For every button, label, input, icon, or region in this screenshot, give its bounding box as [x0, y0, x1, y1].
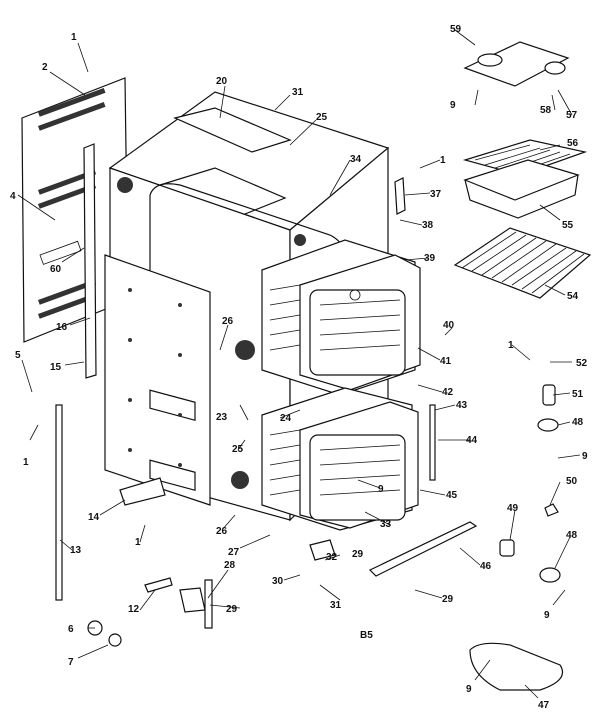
- label-9c: 9: [582, 451, 588, 462]
- label-48b: 48: [566, 530, 578, 541]
- label-43: 43: [456, 400, 468, 411]
- label-55: 55: [562, 220, 574, 231]
- label-1c: 1: [135, 537, 141, 548]
- label-49: 49: [507, 503, 519, 514]
- label-6: 6: [68, 624, 74, 635]
- label-29b: 29: [442, 594, 454, 605]
- label-7: 7: [68, 657, 74, 668]
- label-32: 32: [326, 552, 338, 563]
- label-28: 28: [224, 560, 236, 571]
- side-panel: [21, 77, 129, 343]
- label-9b: 9: [450, 100, 456, 111]
- label-15: 15: [50, 362, 62, 373]
- label-4: 4: [10, 191, 16, 202]
- upper-oven-liner: [261, 239, 421, 396]
- trim-37: [394, 177, 406, 215]
- label-23: 23: [216, 412, 228, 423]
- front-panel: [104, 254, 211, 506]
- label-45: 45: [446, 490, 458, 501]
- label-26a: 26: [222, 316, 234, 327]
- label-2: 2: [42, 62, 48, 73]
- label-13: 13: [70, 545, 82, 556]
- label-1b: 1: [23, 457, 29, 468]
- trim-strip: [83, 143, 97, 379]
- label-59: 59: [450, 24, 462, 35]
- label-5: 5: [15, 350, 21, 361]
- label-26b: 26: [216, 526, 228, 537]
- label-34: 34: [350, 154, 362, 165]
- label-24: 24: [280, 413, 292, 424]
- label-29c: 29: [352, 549, 364, 560]
- lower-oven-liner: [261, 387, 419, 531]
- label-27: 27: [228, 547, 240, 558]
- label-1e: 1: [508, 340, 514, 351]
- label-60: 60: [50, 264, 62, 275]
- label-33: 33: [380, 519, 392, 530]
- label-41: 41: [440, 356, 452, 367]
- label-54: 54: [567, 291, 579, 302]
- label-30: 30: [272, 576, 284, 587]
- label-25b: 25: [232, 444, 244, 455]
- label-52: 52: [576, 358, 588, 369]
- broiler-pan: [462, 139, 588, 219]
- label-40: 40: [443, 320, 455, 331]
- label-38: 38: [422, 220, 434, 231]
- label-58: 58: [540, 105, 552, 116]
- footer-code: B5: [360, 630, 373, 641]
- strip-44: [429, 404, 436, 481]
- label-29a: 29: [226, 604, 238, 615]
- rail-46: [368, 521, 478, 577]
- label-37: 37: [430, 189, 442, 200]
- strip-13: [55, 404, 63, 601]
- label-46: 46: [480, 561, 492, 572]
- label-20: 20: [216, 76, 228, 87]
- brackets: [119, 477, 336, 629]
- label-9a: 9: [378, 484, 384, 495]
- label-42: 42: [442, 387, 454, 398]
- label-56: 56: [567, 138, 579, 149]
- label-25a: 25: [316, 112, 328, 123]
- label-39: 39: [424, 253, 436, 264]
- part-labels: 1 2 4 60 16 15 5 1 13 14 1 12 28 29 6 7 …: [10, 24, 588, 711]
- label-14: 14: [88, 512, 100, 523]
- label-12: 12: [128, 604, 140, 615]
- label-9e: 9: [466, 684, 472, 695]
- label-31b: 31: [330, 600, 342, 611]
- label-47: 47: [538, 700, 550, 711]
- label-57: 57: [566, 110, 578, 121]
- oven-rack: [453, 227, 592, 299]
- label-16: 16: [56, 322, 68, 333]
- label-31a: 31: [292, 87, 304, 98]
- label-9d: 9: [544, 610, 550, 621]
- leader-lines: [17, 29, 581, 699]
- label-50: 50: [566, 476, 578, 487]
- label-48a: 48: [572, 417, 584, 428]
- label-51: 51: [572, 389, 584, 400]
- label-1: 1: [71, 32, 77, 43]
- small-components: [87, 384, 564, 691]
- top-bracket: [463, 41, 570, 87]
- label-44: 44: [466, 435, 478, 446]
- label-1d: 1: [440, 155, 446, 166]
